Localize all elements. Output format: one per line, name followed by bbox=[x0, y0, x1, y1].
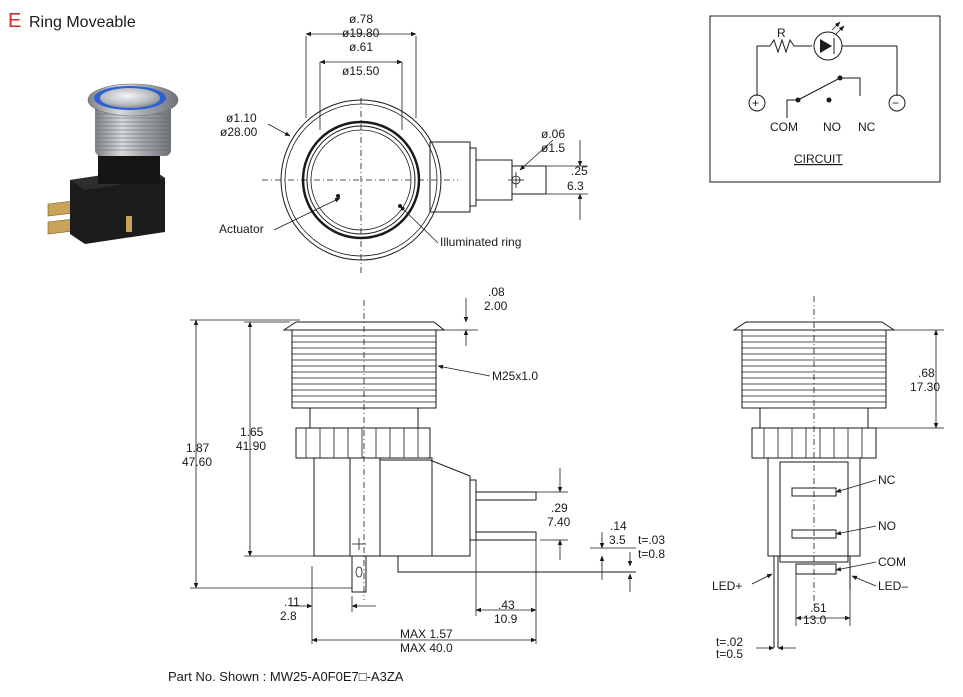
dim-thread-h-in: .68 bbox=[918, 366, 935, 380]
dim-end-t-in: t=.02 bbox=[716, 635, 743, 649]
dim-pin-dia-mm: ø1.5 bbox=[541, 141, 565, 155]
dim-pitch-in: .51 bbox=[810, 601, 827, 615]
dim-bezel-dia-in: ø1.10 bbox=[226, 111, 257, 125]
top-view-dimensions bbox=[267, 31, 588, 244]
dim-left-off-in: .11 bbox=[284, 595, 300, 609]
dim-body-h-mm: 41.90 bbox=[236, 439, 266, 453]
dim-term-w-mm: 10.9 bbox=[494, 612, 518, 626]
led-minus-label: LED– bbox=[878, 579, 908, 593]
end-com-label: COM bbox=[878, 555, 906, 569]
dim-left-off-mm: 2.8 bbox=[280, 609, 297, 623]
dim-pitch-mm: 13.0 bbox=[803, 613, 827, 627]
dim-inner-dia-in: ø.61 bbox=[349, 40, 373, 54]
circuit-diagram bbox=[709, 15, 941, 183]
dim-term-t-mm: t=0.8 bbox=[638, 547, 665, 561]
dim-bezel-h-in: .08 bbox=[488, 285, 505, 299]
dim-inner-dia-mm: ø15.50 bbox=[342, 64, 380, 78]
dim-max-len-mm: MAX 40.0 bbox=[400, 641, 453, 655]
actuator-label: Actuator bbox=[219, 222, 264, 236]
resistor-label: R bbox=[777, 26, 786, 40]
dim-total-h-mm: 47.60 bbox=[182, 455, 212, 469]
dim-term-t-in: t=.03 bbox=[638, 533, 665, 547]
circuit-nc: NC bbox=[858, 120, 876, 134]
end-view-dimensions bbox=[751, 329, 944, 651]
dim-term-off-mm: 3.5 bbox=[609, 533, 626, 547]
dim-outer-dia-in: ø.78 bbox=[349, 12, 373, 26]
dim-total-h-in: 1.87 bbox=[186, 441, 210, 455]
side-view-dimensions bbox=[190, 298, 636, 644]
part-number: Part No. Shown : MW25-A0F0E7□-A3ZA bbox=[168, 669, 404, 684]
end-nc-label: NC bbox=[878, 473, 896, 487]
illuminated-ring-label: Illuminated ring bbox=[440, 235, 521, 249]
led-plus-label: LED+ bbox=[712, 579, 742, 593]
dim-thread-h-mm: 17.30 bbox=[910, 380, 940, 394]
dim-bezel-dia-mm: ø28.00 bbox=[220, 125, 258, 139]
dim-term-w-in: .43 bbox=[498, 598, 515, 612]
dim-body-h-in: 1.65 bbox=[240, 425, 264, 439]
circuit-com: COM bbox=[770, 120, 798, 134]
circuit-caption: CIRCUIT bbox=[794, 152, 843, 166]
dim-pin-len-in: .25 bbox=[571, 164, 588, 178]
plus-symbol: + bbox=[752, 96, 759, 110]
dim-term-h-mm: 7.40 bbox=[547, 515, 571, 529]
circuit-no: NO bbox=[823, 120, 841, 134]
end-view-drawing bbox=[732, 296, 896, 648]
dim-bezel-h-mm: 2.00 bbox=[484, 299, 508, 313]
dim-term-h-in: .29 bbox=[551, 501, 568, 515]
product-photo bbox=[47, 83, 179, 244]
dim-pin-dia-in: ø.06 bbox=[541, 127, 565, 141]
dim-outer-dia-mm: ø19.80 bbox=[342, 26, 380, 40]
dim-max-len-in: MAX 1.57 bbox=[400, 627, 453, 641]
top-view-drawing bbox=[262, 98, 547, 276]
end-no-label: NO bbox=[878, 519, 896, 533]
dim-pin-len-mm: 6.3 bbox=[567, 179, 584, 193]
minus-symbol: − bbox=[892, 96, 899, 110]
dim-end-t-mm: t=0.5 bbox=[716, 647, 743, 661]
side-view-drawing bbox=[282, 300, 636, 600]
dim-term-off-in: .14 bbox=[610, 519, 627, 533]
thread-label: M25x1.0 bbox=[492, 369, 538, 383]
section-title: Ring Moveable bbox=[29, 14, 136, 31]
section-letter: E bbox=[8, 10, 21, 32]
